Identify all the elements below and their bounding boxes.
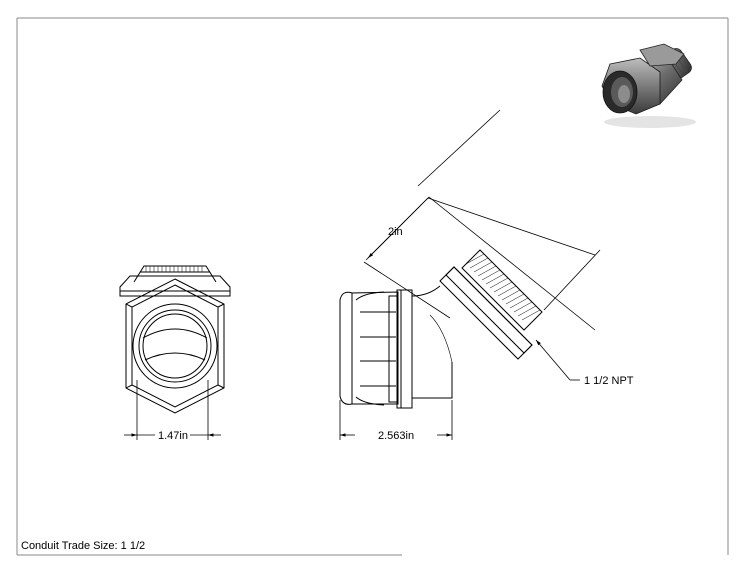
- front-thread-lines: [145, 266, 203, 272]
- angled-length-label: 2in: [388, 226, 403, 238]
- dim-angled-length: [363, 109, 601, 319]
- sheet-border: [16, 17, 729, 556]
- fitting-3d-render-icon: [601, 43, 696, 128]
- dim-side-length: [339, 400, 453, 440]
- dim-angled-line: [365, 196, 596, 331]
- side-thread-lines: [465, 253, 541, 321]
- thread-callout-label: 1 1/2 NPT: [584, 375, 634, 387]
- side-view: [339, 249, 543, 409]
- side-length-label: 2.563in: [378, 430, 415, 442]
- thread-callout-leader: [535, 339, 580, 381]
- dim-front-width: [124, 380, 221, 440]
- trade-size-label: Conduit Trade Size: 1 1/2: [21, 540, 146, 552]
- front-view: [119, 265, 231, 414]
- front-width-label: 1.47in: [158, 430, 188, 442]
